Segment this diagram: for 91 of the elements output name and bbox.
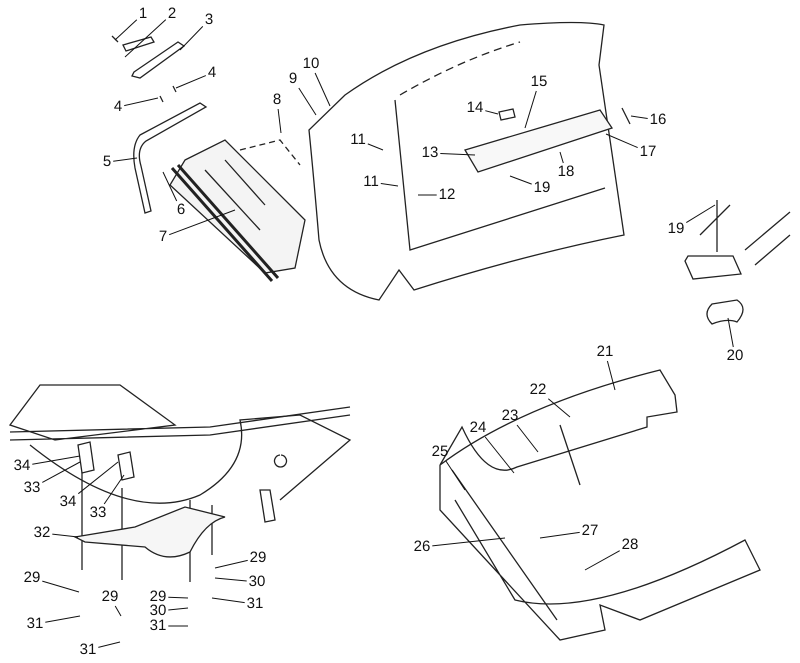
callout-number: 32	[32, 525, 52, 541]
callout-number: 5	[102, 154, 112, 170]
callout-number: 16	[648, 112, 668, 128]
leader-line	[180, 26, 204, 50]
leader-line	[440, 153, 476, 156]
callout-number: 29	[248, 550, 268, 566]
callout-number: 4	[206, 65, 218, 81]
leader-line	[168, 596, 188, 598]
callout-number: 28	[620, 537, 640, 553]
callout-number: 13	[420, 145, 440, 161]
leader-line	[606, 134, 638, 148]
leader-line	[432, 538, 506, 546]
leader-line	[686, 204, 716, 224]
callout-number: 6	[176, 202, 186, 218]
leader-line	[32, 456, 80, 465]
leader-line	[314, 72, 330, 106]
callout-number: 19	[532, 180, 552, 196]
callout-number: 18	[556, 164, 576, 180]
leader-line	[445, 460, 466, 490]
leader-line	[212, 598, 246, 604]
callout-number: 2	[166, 6, 178, 22]
leader-line	[278, 108, 282, 134]
callout-number: 26	[412, 539, 432, 555]
leader-line	[380, 183, 398, 186]
callout-number: 31	[26, 616, 44, 632]
callout-number: 34	[58, 494, 78, 510]
callout-number: 25	[430, 444, 450, 460]
callout-number: 30	[148, 603, 168, 619]
leader-line	[98, 642, 120, 648]
callout-number: 11	[362, 174, 380, 190]
leader-line	[548, 398, 570, 418]
leader-line	[168, 608, 188, 610]
leader-line	[484, 110, 498, 114]
callout-number: 33	[22, 480, 42, 496]
callout-number: 8	[272, 92, 282, 108]
callout-number: 31	[148, 618, 168, 634]
leader-line	[214, 560, 248, 568]
leader-line	[510, 176, 532, 185]
callout-number: 31	[78, 642, 98, 658]
leader-line	[42, 462, 80, 483]
callout-number: 27	[580, 523, 600, 539]
callout-number: 33	[88, 505, 108, 521]
leader-line	[114, 606, 122, 616]
leader-line	[630, 116, 648, 119]
callout-number: 1	[138, 6, 148, 22]
callout-number: 21	[596, 344, 614, 360]
callout-number: 15	[530, 74, 548, 90]
callout-number: 11	[349, 132, 367, 148]
callout-number: 12	[438, 187, 456, 203]
leader-line	[124, 19, 166, 58]
leader-line	[367, 143, 384, 150]
leader-line	[114, 19, 138, 40]
leader-line	[540, 532, 580, 538]
callout-number: 29	[100, 589, 120, 605]
callout-number: 10	[302, 56, 320, 72]
leader-line	[606, 360, 616, 390]
callout-number: 17	[638, 144, 658, 160]
callout-number: 23	[500, 408, 520, 424]
callout-number: 34	[12, 458, 32, 474]
leader-line	[162, 172, 178, 202]
callout-number: 4	[112, 99, 124, 115]
leader-line	[728, 318, 734, 348]
leader-line	[484, 436, 514, 474]
callout-number: 30	[248, 574, 266, 590]
leader-line	[418, 194, 438, 196]
leader-line	[124, 98, 158, 106]
leader-line	[112, 158, 138, 162]
leader-line	[524, 90, 537, 128]
callout-number: 29	[148, 589, 168, 605]
callout-number: 29	[22, 570, 42, 586]
callout-number: 24	[468, 420, 488, 436]
callout-number: 9	[288, 71, 298, 87]
leader-line	[78, 462, 118, 494]
leader-line	[168, 210, 236, 236]
callout-number: 14	[466, 100, 484, 116]
callout-number: 22	[528, 382, 548, 398]
callout-number: 3	[204, 12, 214, 28]
callout-number: 31	[246, 596, 264, 612]
callout-number: 20	[726, 348, 744, 364]
leader-line	[560, 152, 564, 164]
callout-number: 7	[158, 229, 168, 245]
leader-line	[176, 75, 206, 88]
leader-line	[52, 534, 78, 538]
leader-line	[44, 616, 80, 623]
leader-line	[42, 580, 80, 592]
leader-line	[104, 474, 124, 504]
leader-line	[298, 88, 316, 116]
leader-line	[516, 424, 538, 452]
leader-line	[214, 578, 248, 582]
leader-line	[584, 550, 620, 570]
callout-number: 19	[666, 221, 686, 237]
